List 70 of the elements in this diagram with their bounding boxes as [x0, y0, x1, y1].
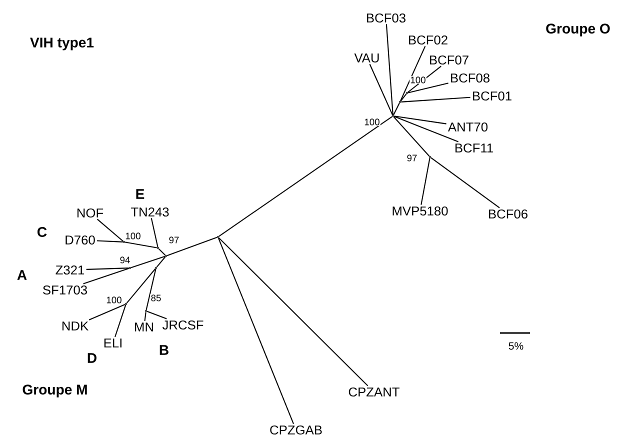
- branch-line: [96, 218, 124, 242]
- branch-line: [369, 64, 393, 116]
- branch-line: [218, 237, 368, 386]
- branch-line: [83, 268, 130, 284]
- bootstrap-value: 97: [406, 154, 418, 162]
- leaf-label: MN: [135, 322, 153, 332]
- bootstrap-value: 85: [150, 294, 162, 302]
- branch-line: [88, 304, 126, 320]
- bootstrap-value: 100: [124, 232, 142, 240]
- branch-line: [144, 312, 146, 321]
- branch-line: [394, 116, 458, 142]
- leaf-label: MVP5180: [392, 206, 448, 216]
- branch-line: [166, 236, 218, 256]
- group-label: D: [88, 353, 96, 363]
- branch-line: [218, 238, 294, 424]
- group-label: A: [17, 270, 27, 280]
- leaf-label: BCF08: [451, 73, 490, 83]
- branch-line: [400, 94, 407, 102]
- branch-line: [150, 218, 158, 247]
- branch-line: [86, 268, 129, 270]
- leaf-label: JRCSF: [162, 320, 204, 330]
- leaf-label: CPZGAB: [270, 425, 322, 435]
- branch-line: [218, 116, 392, 237]
- bootstrap-value: 94: [119, 256, 131, 264]
- leaf-label: VAU: [354, 54, 379, 62]
- leaf-label: BCF02: [409, 35, 448, 45]
- bootstrap-value: 100: [410, 76, 426, 84]
- group-label: C: [38, 227, 47, 237]
- branch-line: [114, 304, 126, 338]
- leaf-label: CPZANT: [348, 387, 400, 397]
- branch-line: [401, 96, 470, 102]
- branch-line: [400, 46, 426, 102]
- branch-line: [125, 242, 157, 248]
- leaf-label: NOF: [77, 208, 104, 218]
- leaf-label: BCF01: [473, 91, 512, 101]
- bootstrap-value: 100: [364, 118, 380, 126]
- branch-line: [97, 240, 123, 242]
- leaf-label: NDK: [62, 322, 88, 330]
- leaf-label: ELI: [104, 338, 122, 348]
- title: VIH type1: [30, 38, 94, 50]
- leaf-label: BCF07: [430, 55, 468, 65]
- group-label: Groupe M: [22, 384, 87, 398]
- leaf-label: Z321: [56, 265, 84, 275]
- branch-line: [386, 24, 394, 115]
- leaf-label: SF1703: [43, 285, 87, 295]
- group-label: B: [160, 345, 168, 355]
- branch-line: [430, 157, 500, 208]
- leaf-label: D760: [66, 235, 95, 245]
- branch-line: [130, 256, 166, 268]
- branch-line: [156, 256, 166, 268]
- branch-line: [394, 116, 446, 124]
- branch-line: [158, 248, 166, 256]
- leaf-label: BCF06: [489, 209, 528, 219]
- branch-line: [393, 102, 400, 116]
- group-label: E: [136, 189, 144, 199]
- bootstrap-value: 97: [168, 236, 180, 244]
- branch-line: [408, 66, 442, 93]
- leaf-label: BCF03: [367, 13, 406, 23]
- branch-line: [408, 82, 448, 94]
- leaf-label: TN243: [130, 207, 169, 217]
- scale-bar: 5%: [500, 332, 530, 350]
- leaf-label: BCF11: [456, 143, 493, 153]
- branch-line: [393, 116, 430, 156]
- group-label: Groupe O: [546, 24, 610, 36]
- branch-line: [126, 268, 156, 304]
- branch-line: [146, 310, 167, 320]
- branch-line: [146, 269, 156, 310]
- leaf-label: ANT70: [448, 122, 488, 132]
- bootstrap-value: 100: [106, 296, 122, 304]
- branch-line: [420, 158, 430, 205]
